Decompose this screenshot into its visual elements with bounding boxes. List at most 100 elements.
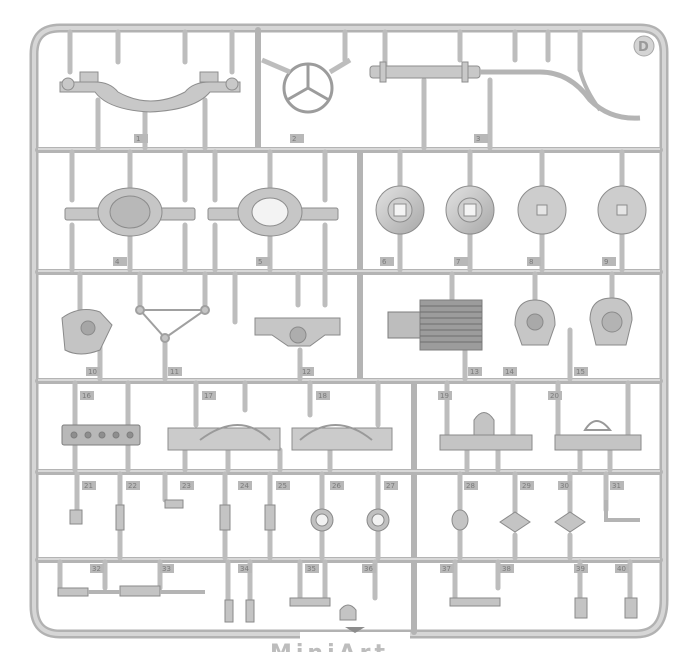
part-number-tag: 20: [548, 391, 562, 400]
part-brake-drums: [375, 185, 647, 235]
svg-text:12: 12: [302, 368, 311, 376]
svg-text:25: 25: [278, 482, 287, 490]
svg-text:20: 20: [550, 392, 559, 400]
part-number-tag: 25: [276, 481, 290, 490]
part-number-tag: 1: [134, 134, 148, 143]
svg-text:30: 30: [560, 482, 569, 490]
part-number-tag: 32: [90, 564, 104, 573]
part-number-tag: 33: [160, 564, 174, 573]
part-number-tag: 24: [238, 481, 252, 490]
svg-text:7: 7: [456, 258, 460, 266]
svg-text:8: 8: [529, 258, 533, 266]
part-number-tag: 28: [464, 481, 478, 490]
part-number-tag: 17: [202, 391, 216, 400]
svg-text:19: 19: [440, 392, 449, 400]
part-tie-rod: [369, 61, 641, 121]
part-number-tag: 7: [454, 257, 468, 266]
part-number-tag: 31: [610, 481, 624, 490]
svg-text:2: 2: [292, 135, 296, 143]
svg-text:13: 13: [470, 368, 479, 376]
part-number-tags: 1 2 3 4 5 6 7 8 9 10 11 12 13 14 15 16 1…: [80, 134, 629, 573]
svg-text:23: 23: [182, 482, 191, 490]
part-axle-housing-2: [207, 187, 339, 237]
part-radiator: [387, 299, 483, 351]
svg-text:11: 11: [170, 368, 179, 376]
svg-text:18: 18: [318, 392, 327, 400]
part-number-tag: 22: [126, 481, 140, 490]
part-number-tag: 15: [574, 367, 588, 376]
part-differential-cover: [254, 317, 341, 347]
part-number-tag: 11: [168, 367, 182, 376]
svg-text:40: 40: [617, 565, 626, 573]
svg-text:24: 24: [240, 482, 249, 490]
part-number-tag: 10: [86, 367, 100, 376]
svg-text:9: 9: [604, 258, 608, 266]
svg-text:1: 1: [136, 135, 140, 143]
part-housing-round: [514, 297, 633, 346]
svg-text:6: 6: [382, 258, 387, 266]
sprue-letter: D: [638, 40, 649, 55]
part-number-tag: 35: [305, 564, 319, 573]
svg-text:14: 14: [505, 368, 514, 376]
part-number-tag: 9: [602, 257, 616, 266]
svg-text:5: 5: [258, 258, 262, 266]
part-number-tag: 8: [527, 257, 541, 266]
svg-text:22: 22: [128, 482, 137, 490]
part-number-tag: 37: [440, 564, 454, 573]
part-fenders: [167, 424, 393, 451]
svg-text:10: 10: [88, 368, 97, 376]
svg-text:4: 4: [115, 258, 120, 266]
part-steering-wheel: [261, 57, 352, 114]
part-number-tag: 40: [615, 564, 629, 573]
gate-arrow-icon: [345, 627, 365, 633]
svg-text:35: 35: [307, 565, 316, 573]
part-bracket: [61, 309, 113, 355]
svg-text:15: 15: [576, 368, 585, 376]
caption: MiniArt: [270, 641, 389, 652]
svg-text:17: 17: [204, 392, 213, 400]
part-number-tag: 23: [180, 481, 194, 490]
part-number-tag: 18: [316, 391, 330, 400]
svg-text:34: 34: [240, 565, 249, 573]
part-front-axle: [59, 71, 241, 113]
part-number-tag: 34: [238, 564, 252, 573]
part-number-tag: 38: [500, 564, 514, 573]
svg-text:36: 36: [364, 565, 373, 573]
part-number-tag: 14: [503, 367, 517, 376]
part-small-fittings: [69, 499, 640, 533]
part-number-tag: 2: [290, 134, 304, 143]
part-triangle-frame: [135, 305, 210, 343]
part-number-tag: 5: [256, 257, 270, 266]
part-number-tag: 6: [380, 257, 394, 266]
svg-text:29: 29: [522, 482, 531, 490]
sprue-runners: [35, 27, 663, 635]
part-axle-housing-1: [64, 187, 196, 237]
svg-text:39: 39: [576, 565, 585, 573]
part-manifold: [61, 424, 141, 446]
part-number-tag: 30: [558, 481, 572, 490]
part-number-tag: 4: [113, 257, 127, 266]
part-number-tag: 27: [384, 481, 398, 490]
part-number-tag: 39: [574, 564, 588, 573]
part-number-tag: 13: [468, 367, 482, 376]
svg-text:32: 32: [92, 565, 101, 573]
svg-text:27: 27: [386, 482, 395, 490]
svg-text:38: 38: [502, 565, 511, 573]
svg-text:37: 37: [442, 565, 451, 573]
svg-text:33: 33: [162, 565, 171, 573]
part-number-tag: 16: [80, 391, 94, 400]
part-number-tag: 36: [362, 564, 376, 573]
svg-text:26: 26: [332, 482, 341, 490]
part-number-tag: 19: [438, 391, 452, 400]
part-number-tag: 26: [330, 481, 344, 490]
part-number-tag: 12: [300, 367, 314, 376]
svg-text:21: 21: [84, 482, 93, 490]
svg-text:28: 28: [466, 482, 475, 490]
svg-text:3: 3: [476, 135, 480, 143]
part-number-tag: 21: [82, 481, 96, 490]
part-bottom-rods: [57, 585, 638, 623]
part-number-tag: 29: [520, 481, 534, 490]
part-brackets-right: [439, 412, 642, 451]
svg-text:31: 31: [612, 482, 621, 490]
